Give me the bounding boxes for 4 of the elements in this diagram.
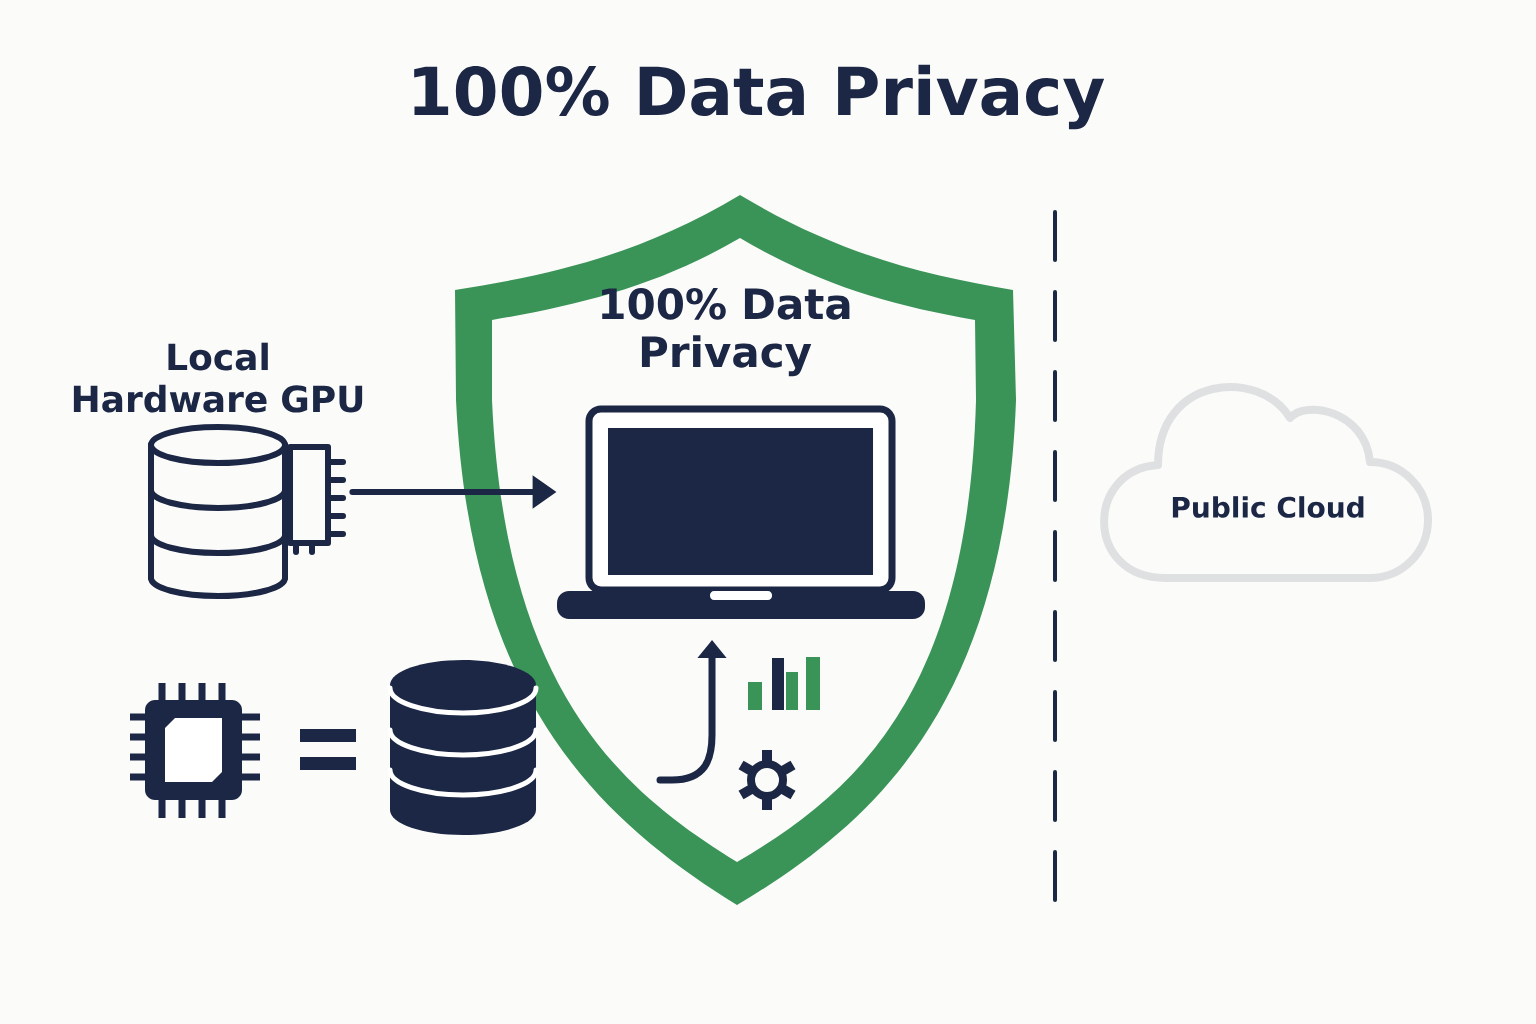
server-drawing: Local Hardware GPU: [73, 342, 363, 599]
title: 100% Data Privacy: [414, 64, 1105, 130]
node-label: Local Hardware GPU: [73, 342, 363, 413]
laptop-icon: [557, 405, 925, 619]
